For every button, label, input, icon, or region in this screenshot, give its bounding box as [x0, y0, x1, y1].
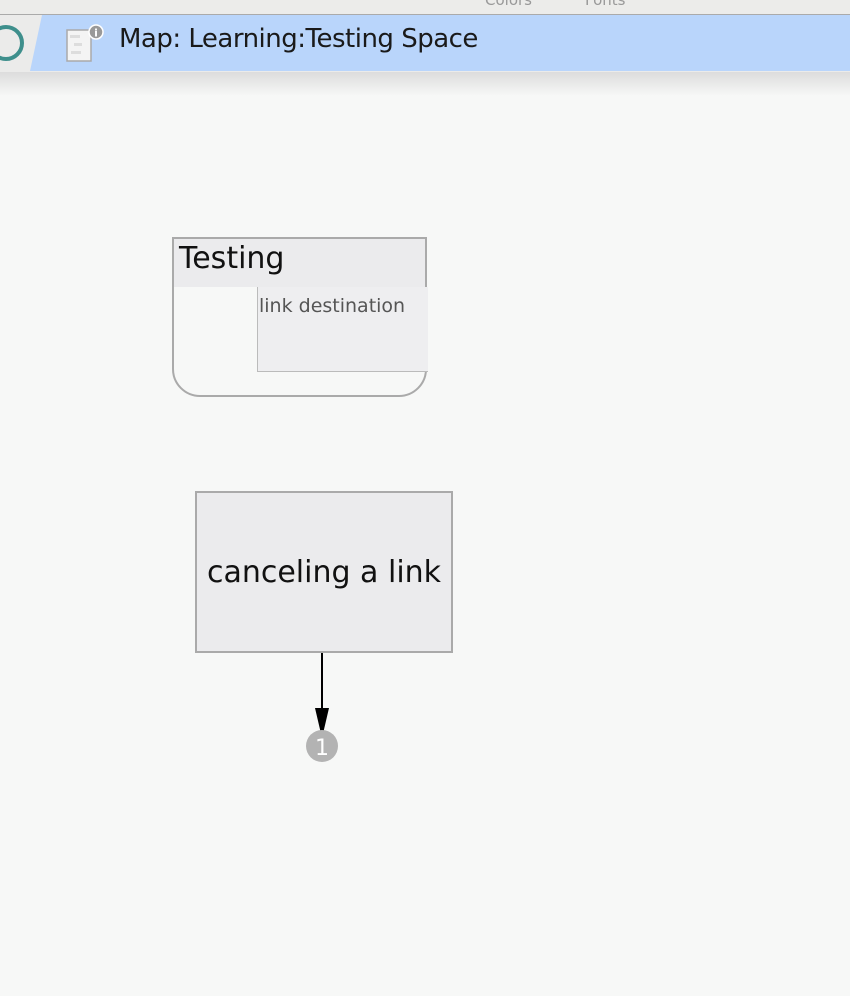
fonts-button[interactable]: Fonts: [585, 0, 626, 9]
previous-tab-icon[interactable]: [0, 25, 24, 61]
info-icon: i: [94, 27, 98, 40]
arrowhead-icon: [315, 708, 329, 738]
document-info-icon[interactable]: i: [66, 24, 104, 62]
tab-bar: i Map: Learning:Testing Space: [0, 14, 850, 73]
map-title: Map: Learning:Testing Space: [119, 24, 478, 54]
note-link-destination[interactable]: link destination: [257, 287, 428, 372]
note-title: canceling a link: [206, 554, 442, 590]
tab-shadow: [0, 72, 850, 96]
container-note-testing[interactable]: Testing link destination: [172, 237, 428, 397]
colors-button[interactable]: Colors: [485, 0, 532, 9]
link-badge[interactable]: [306, 730, 338, 762]
link-badge-count: 1: [315, 736, 329, 761]
container-header: Testing: [174, 239, 425, 287]
container-title: Testing: [179, 241, 285, 276]
toolbar: Colors Fonts: [0, 0, 850, 14]
tab-map[interactable]: [30, 15, 850, 71]
note-title: link destination: [259, 295, 406, 317]
note-canceling-a-link[interactable]: canceling a link: [195, 491, 453, 653]
